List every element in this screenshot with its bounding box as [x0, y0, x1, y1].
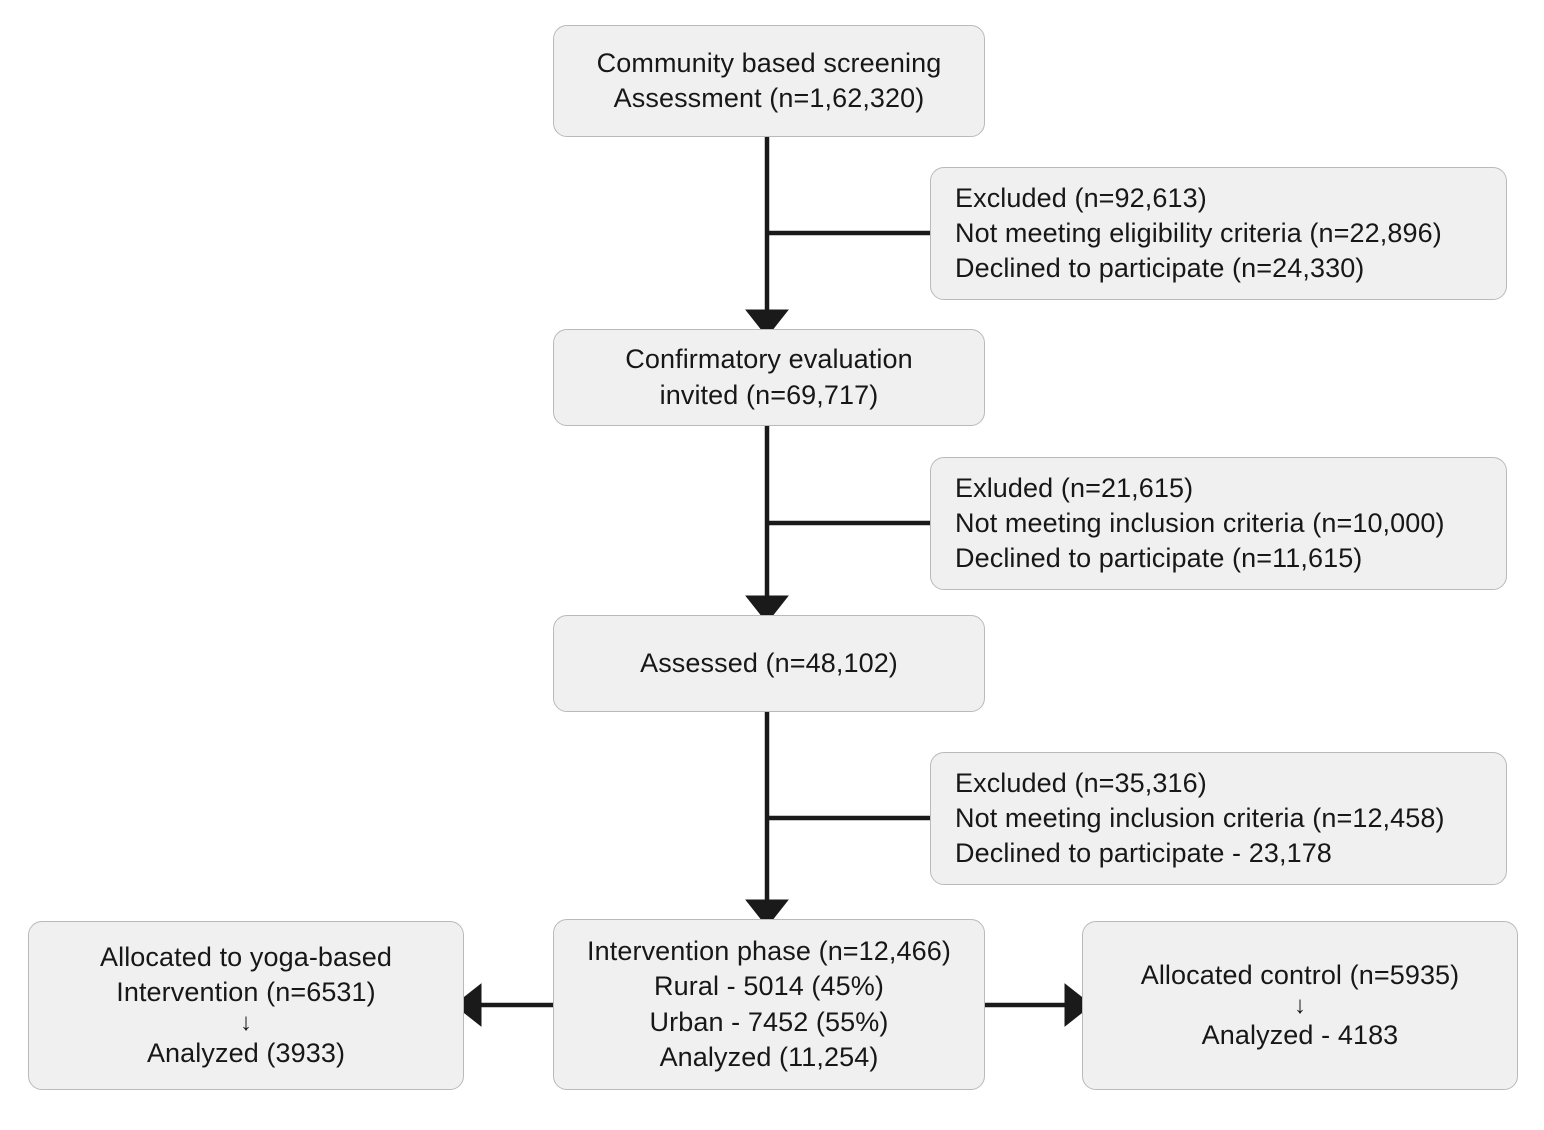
- node-confirmatory-evaluation: Confirmatory evaluation invited (n=69,71…: [553, 329, 985, 426]
- node-line: Analyzed (11,254): [659, 1041, 879, 1072]
- node-line: Excluded (n=35,316): [955, 767, 1207, 798]
- node-line: Analyzed - 4183: [1201, 1020, 1399, 1051]
- node-line: Intervention (n=6531): [116, 977, 376, 1008]
- node-assessed: Assessed (n=48,102): [553, 615, 985, 712]
- node-line: Analyzed (3933): [146, 1037, 346, 1068]
- node-line: Excluded (n=92,613): [955, 182, 1207, 213]
- node-excluded-stage-3: Excluded (n=35,316) Not meeting inclusio…: [930, 752, 1507, 885]
- node-line: Urban - 7452 (55%): [649, 1006, 889, 1037]
- node-line: Not meeting eligibility criteria (n=22,8…: [955, 217, 1442, 248]
- node-line: invited (n=69,717): [659, 379, 879, 410]
- node-line: Intervention phase (n=12,466): [587, 936, 951, 967]
- node-line: Declined to participate - 23,178: [955, 838, 1332, 869]
- node-excluded-stage-1: Excluded (n=92,613) Not meeting eligibil…: [930, 167, 1507, 300]
- down-arrow-icon: ↓: [1293, 991, 1307, 1019]
- node-yoga-intervention-arm: Allocated to yoga-based Intervention (n=…: [28, 921, 464, 1090]
- node-control-arm: Allocated control (n=5935) ↓ Analyzed - …: [1082, 921, 1518, 1090]
- node-line: Assessment (n=1,62,320): [613, 83, 925, 113]
- node-line: Declined to participate (n=11,615): [955, 543, 1363, 574]
- node-line: Rural - 5014 (45%): [654, 971, 884, 1002]
- node-line: Confirmatory evaluation: [625, 344, 913, 375]
- node-community-screening: Community based screening Assessment (n=…: [553, 25, 985, 137]
- node-excluded-stage-2: Exluded (n=21,615) Not meeting inclusion…: [930, 457, 1507, 590]
- node-line: Not meeting inclusion criteria (n=12,458…: [955, 802, 1445, 833]
- node-line: Allocated to yoga-based: [100, 941, 392, 972]
- node-line: Allocated control (n=5935): [1140, 959, 1460, 990]
- node-line: Community based screening: [596, 47, 942, 78]
- down-arrow-icon: ↓: [239, 1009, 253, 1037]
- node-line: Declined to participate (n=24,330): [955, 253, 1365, 284]
- node-line: Assessed (n=48,102): [640, 647, 898, 678]
- node-line: Not meeting inclusion criteria (n=10,000…: [955, 507, 1445, 538]
- node-intervention-phase: Intervention phase (n=12,466) Rural - 50…: [553, 919, 985, 1090]
- node-line: Exluded (n=21,615): [955, 472, 1194, 503]
